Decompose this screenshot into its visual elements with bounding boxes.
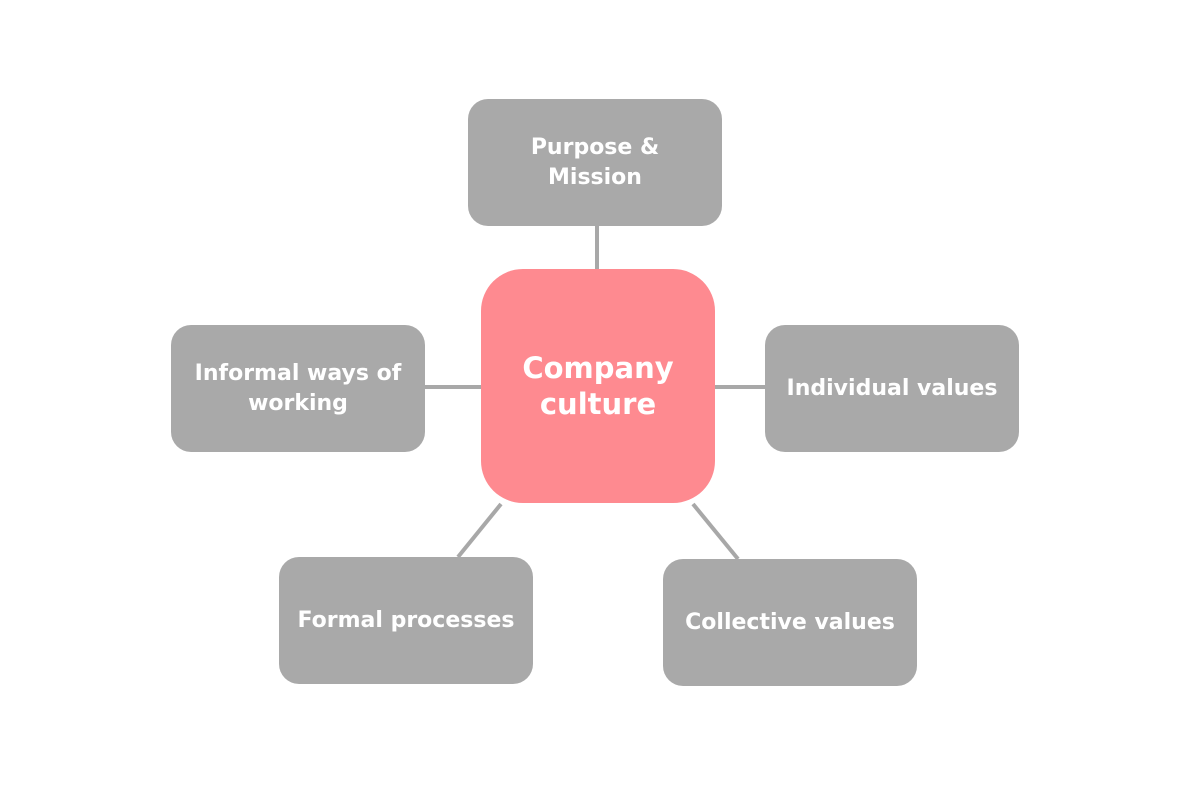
node-individual-values: Individual values <box>765 325 1019 452</box>
connector-collective <box>691 502 740 561</box>
node-informal-ways-of-working-label: Informal ways of working <box>194 360 402 416</box>
node-individual-values-label: Individual values <box>786 375 998 401</box>
node-company-culture-label: Company culture <box>522 351 674 421</box>
node-informal-ways-of-working: Informal ways of working <box>171 325 425 452</box>
node-company-culture: Company culture <box>481 269 715 503</box>
connector-formal <box>456 502 503 559</box>
node-collective-values-label: Collective values <box>685 609 895 635</box>
node-formal-processes-label: Formal processes <box>297 607 515 633</box>
node-purpose-mission-label: Purpose & Mission <box>530 134 660 190</box>
node-purpose-mission: Purpose & Mission <box>468 99 722 226</box>
node-collective-values: Collective values <box>663 559 917 686</box>
node-formal-processes: Formal processes <box>279 557 533 684</box>
